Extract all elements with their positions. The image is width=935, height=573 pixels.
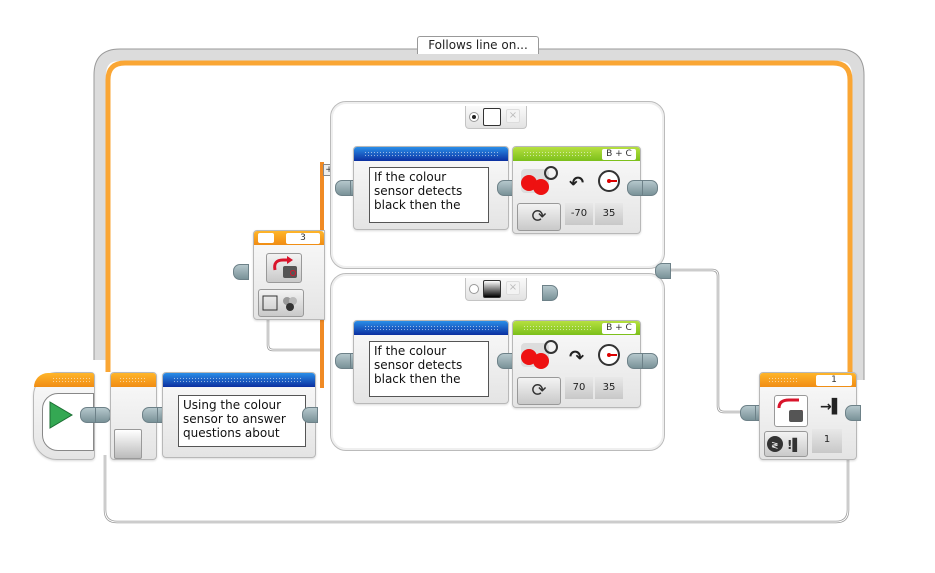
comment-text[interactable]: If the colour sensor detects black then …: [369, 341, 489, 397]
comment-block-main[interactable]: Using the colour sensor to answer questi…: [162, 372, 316, 458]
power-icon: [598, 170, 620, 192]
reflected-light-icon: →▌: [820, 399, 843, 415]
threshold-value[interactable]: 1: [812, 429, 842, 453]
on-icon[interactable]: ⟳: [517, 377, 561, 405]
remove-case-button[interactable]: ×: [506, 109, 520, 123]
power-value[interactable]: 35: [595, 203, 623, 225]
svg-text:!▌: !▌: [787, 437, 802, 452]
steering-icon: ↷: [569, 347, 585, 368]
play-icon[interactable]: [48, 400, 74, 430]
loop-input-plug: [95, 407, 111, 423]
switch-case-count[interactable]: 3: [286, 233, 320, 244]
move-steering-block-2[interactable]: B + C ↷ ⟳ 70 35: [512, 320, 641, 408]
switch-block[interactable]: 3: [253, 230, 325, 320]
start-output-plug: [80, 407, 96, 423]
case-1-tab[interactable]: ×: [465, 106, 527, 129]
loop-count-label[interactable]: 1: [816, 375, 852, 386]
case-color-swatch-black[interactable]: [483, 280, 501, 298]
move-steering-block-1[interactable]: B + C ↶ ⟳ -70 35: [512, 146, 641, 234]
case-2-data-plug: [542, 285, 558, 301]
power-value[interactable]: 35: [595, 377, 623, 399]
comment-text[interactable]: If the colour sensor detects black then …: [369, 167, 489, 223]
steering-value[interactable]: 70: [565, 377, 593, 399]
color-sensor-loop-icon[interactable]: [774, 395, 808, 427]
wait-icon: [114, 429, 142, 459]
case-color-swatch-white[interactable]: [483, 108, 501, 126]
loop-frame: [94, 49, 864, 380]
loop-name-label[interactable]: Follows line on...: [417, 36, 539, 54]
comment-text[interactable]: Using the colour sensor to answer questi…: [178, 395, 306, 447]
loop-exit-block[interactable]: 1 →▌ ≷ !▌ 1: [759, 372, 857, 460]
move-steering-icon: [521, 166, 558, 195]
on-icon[interactable]: ⟳: [517, 203, 561, 231]
compare-reflected-light-icon[interactable]: ≷ !▌: [764, 431, 808, 457]
remove-case-button[interactable]: ×: [506, 281, 520, 295]
comment-block-case-2[interactable]: If the colour sensor detects black then …: [353, 320, 509, 404]
color-sensor-switch-icon[interactable]: [266, 253, 302, 283]
ports-label[interactable]: B + C: [602, 323, 636, 334]
default-case-radio[interactable]: [469, 284, 479, 294]
measure-color-icon[interactable]: [258, 289, 304, 317]
data-wire: [660, 268, 745, 414]
switch-data-output-plug: [655, 263, 671, 279]
loop-orange-line: [105, 60, 853, 372]
ports-label[interactable]: B + C: [602, 149, 636, 160]
steering-icon: ↶: [569, 173, 585, 194]
svg-text:≷: ≷: [771, 441, 779, 451]
move-steering-icon: [521, 340, 558, 369]
comment-block-case-1[interactable]: If the colour sensor detects black then …: [353, 146, 509, 230]
power-icon: [598, 344, 620, 366]
steering-value[interactable]: -70: [565, 203, 593, 225]
case-2-tab[interactable]: ×: [465, 278, 527, 301]
switch-mode-icon: [258, 233, 274, 243]
default-case-radio[interactable]: [469, 112, 479, 122]
loop-return-wire: [103, 455, 850, 524]
